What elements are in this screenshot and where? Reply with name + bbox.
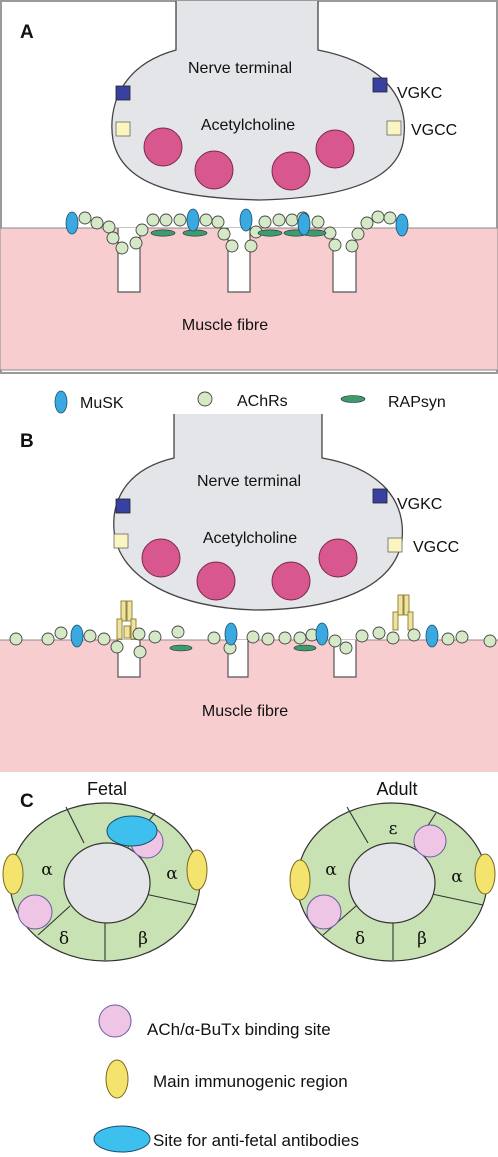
adult-subunit-delta: δ	[355, 929, 365, 949]
fetal-mir-right	[186, 849, 208, 891]
panel-b-letter: B	[20, 431, 34, 452]
rapsyn-b	[169, 644, 317, 652]
receptor-legend: ACh/α-BuTx binding site Main immunogenic…	[93, 1004, 359, 1153]
nerve-terminal-b	[113, 414, 404, 611]
rapsyn-legend-label: RAPsyn	[388, 394, 446, 411]
muscle-fibre-b	[0, 640, 498, 772]
adult-subunit-alpha-left: α	[325, 860, 337, 880]
vgcc-channel-left-a	[115, 121, 131, 137]
adult-subunit-alpha-right: α	[451, 867, 463, 887]
vesicle	[196, 561, 236, 601]
achr-clusters-a	[78, 210, 397, 255]
fetal-subunit-alpha-right: α	[166, 864, 178, 884]
fetal-binding-site-2	[17, 894, 53, 930]
fetal-title: Fetal	[87, 779, 127, 799]
nerve-terminal-a	[111, 1, 406, 201]
fetal-achr: γ α α δ β	[2, 802, 208, 962]
binding-site-legend-icon	[98, 1004, 132, 1038]
vgkc-channel-left-b	[115, 498, 131, 514]
adult-binding-site-2	[306, 894, 342, 930]
adult-binding-site-1	[413, 824, 447, 858]
vesicle	[271, 151, 311, 191]
adult-subunit-beta: β	[417, 929, 427, 949]
vesicles-b	[141, 538, 358, 601]
panel-b: B Muscle fibre Nerve terminal Acetylchol…	[0, 414, 498, 772]
vesicle	[318, 538, 358, 578]
vgcc-label-a: VGCC	[411, 122, 457, 139]
musk-b	[70, 622, 439, 648]
panel-c: C Fetal Adult γ α α δ β	[2, 779, 496, 1153]
musk-legend-label: MuSK	[80, 395, 124, 412]
antibodies-b	[116, 594, 414, 640]
vgcc-channel-left-b	[113, 533, 129, 549]
vesicles-a	[143, 127, 355, 191]
vesicle	[271, 561, 311, 601]
panel-c-letter: C	[20, 791, 34, 812]
fetal-anti-fetal-site	[106, 815, 158, 847]
achr-clusters-b	[9, 625, 497, 659]
achr-legend-icon	[197, 391, 213, 407]
adult-achr-pore	[348, 842, 436, 924]
acetylcholine-label-a: Acetylcholine	[201, 117, 295, 134]
muscle-label-a: Muscle fibre	[182, 317, 268, 334]
panel-a-letter: A	[20, 22, 34, 43]
panel-a: A Muscle fibre Nerve terminal Acetylchol…	[0, 0, 498, 374]
fetal-subunit-alpha-left: α	[41, 860, 53, 880]
adult-title: Adult	[376, 779, 417, 799]
fetal-achr-pore	[63, 842, 151, 924]
vesicle	[141, 538, 181, 578]
fetal-subunit-beta: β	[138, 929, 148, 949]
vesicle	[315, 129, 355, 169]
acetylcholine-label-b: Acetylcholine	[203, 530, 297, 547]
adult-subunit-epsilon: ε	[389, 819, 398, 839]
nerve-terminal-label-b: Nerve terminal	[197, 473, 301, 490]
vgcc-channel-right-a	[386, 120, 402, 136]
vgkc-channel-right-a	[372, 77, 388, 93]
vgkc-channel-right-b	[372, 488, 388, 504]
fetal-subunit-delta: δ	[59, 929, 69, 949]
adult-mir-left	[289, 859, 311, 901]
rapsyn-legend-icon	[340, 395, 366, 403]
fetal-mir-left	[2, 853, 24, 895]
anti-fetal-legend-label: Site for anti-fetal antibodies	[153, 1131, 359, 1150]
vgcc-channel-right-b	[387, 537, 403, 553]
anti-fetal-legend-icon	[93, 1125, 151, 1153]
vgcc-label-b: VGCC	[413, 539, 459, 556]
musk-legend-icon	[54, 390, 68, 414]
muscle-label-b: Muscle fibre	[202, 703, 288, 720]
vgkc-label-a: VGKC	[397, 85, 442, 102]
vgkc-channel-left-a	[115, 85, 131, 101]
membrane-legend: MuSK AChRs RAPsyn	[54, 390, 446, 414]
binding-site-legend-label: ACh/α-BuTx binding site	[147, 1020, 331, 1039]
nerve-terminal-label-a: Nerve terminal	[188, 60, 292, 77]
adult-achr: ε α α δ β	[289, 802, 496, 962]
mir-legend-label: Main immunogenic region	[153, 1072, 348, 1091]
vgkc-label-b: VGKC	[397, 496, 442, 513]
mir-legend-icon	[105, 1059, 129, 1099]
vesicle	[194, 150, 234, 190]
achrs-legend-label: AChRs	[237, 393, 288, 410]
musk-a	[65, 208, 409, 237]
vesicle	[143, 127, 183, 167]
adult-mir-right	[474, 853, 496, 895]
